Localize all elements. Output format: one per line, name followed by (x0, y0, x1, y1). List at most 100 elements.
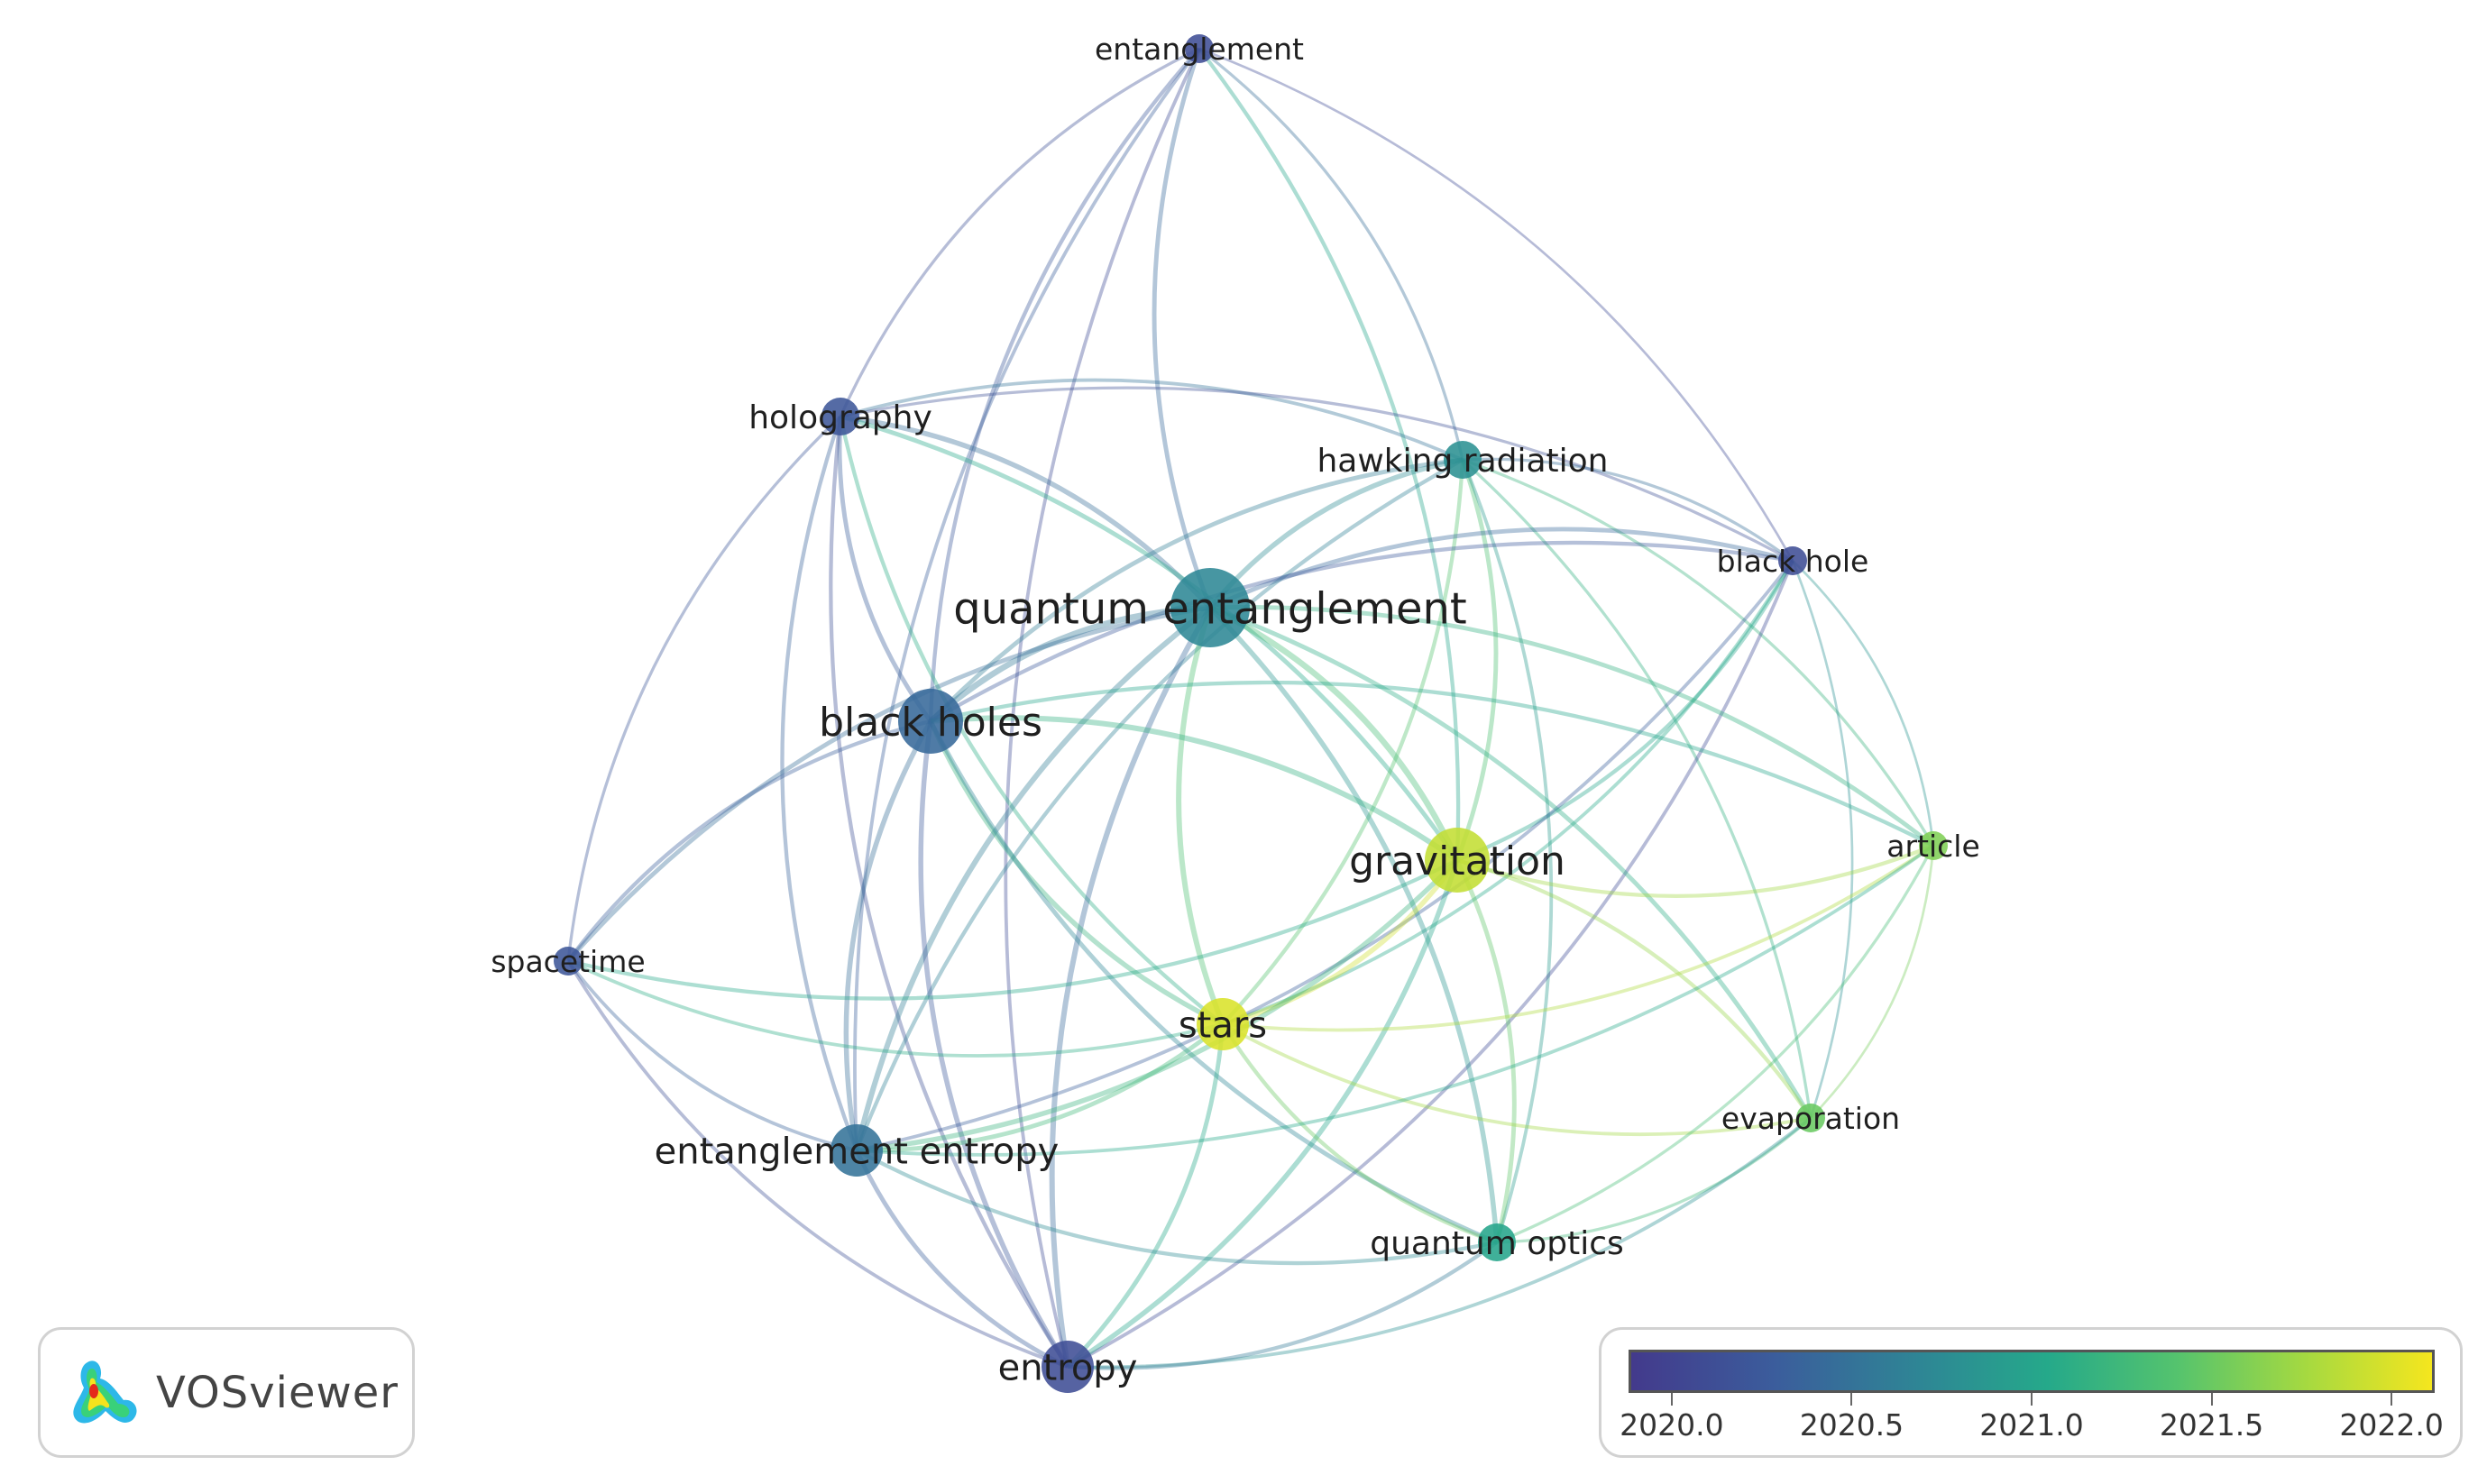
link-holography-quantum_entanglement[interactable] (840, 414, 1213, 609)
node-label-entanglement-entropy[interactable]: entanglement entropy (655, 1131, 1060, 1172)
node-quantum-optics[interactable] (1478, 1223, 1516, 1261)
node-label-gravitation[interactable]: gravitation (1349, 838, 1565, 884)
link-spacetime-entropy[interactable] (566, 960, 1069, 1369)
link-black_hole-stars[interactable] (1222, 560, 1794, 1026)
link-entanglement-holography[interactable] (839, 47, 1200, 417)
link-black_hole-article[interactable] (1792, 560, 1935, 847)
link-entanglement_entropy-quantum_optics[interactable] (855, 1149, 1498, 1266)
link-holography-hawking_radiation[interactable] (840, 378, 1464, 462)
node-quantum-entanglement[interactable] (1170, 568, 1250, 647)
node-label-quantum-optics[interactable]: quantum optics (1370, 1225, 1624, 1262)
link-gravitation-evaporation[interactable] (1456, 857, 1812, 1120)
node-evaporation[interactable] (1796, 1104, 1825, 1132)
link-gravitation-entanglement_entropy[interactable] (856, 858, 1459, 1153)
link-holography-black_hole[interactable] (840, 386, 1794, 563)
node-black-holes[interactable] (898, 689, 963, 754)
link-gravitation-entropy[interactable] (1066, 859, 1460, 1369)
link-entanglement-black_holes[interactable] (928, 47, 1201, 722)
link-black_holes-quantum_optics[interactable] (928, 719, 1498, 1245)
link-stars-spacetime[interactable] (567, 959, 1224, 1058)
link-hawking_radiation-black_hole[interactable] (1462, 457, 1794, 563)
node-entropy[interactable] (1042, 1341, 1094, 1393)
link-hawking_radiation-entanglement_entropy[interactable] (854, 458, 1464, 1151)
link-black_hole-quantum_entanglement[interactable] (1208, 527, 1794, 610)
node-label-hawking-radiation[interactable]: hawking radiation (1317, 443, 1608, 480)
link-holography-black_holes[interactable] (837, 416, 932, 723)
node-gravitation[interactable] (1425, 828, 1490, 893)
link-article-entanglement_entropy[interactable] (856, 844, 1935, 1157)
link-stars-article[interactable] (1222, 844, 1935, 1032)
link-black_hole-entanglement_entropy[interactable] (856, 559, 1794, 1152)
node-label-black-holes[interactable]: black holes (819, 700, 1042, 746)
link-hawking_radiation-gravitation[interactable] (1455, 459, 1499, 861)
link-entanglement-black_hole[interactable] (1198, 47, 1794, 562)
link-entanglement-entanglement_entropy[interactable] (853, 47, 1201, 1151)
link-black_holes-stars[interactable] (928, 719, 1225, 1027)
link-hawking_radiation-quantum_optics[interactable] (1461, 459, 1554, 1243)
link-entanglement-hawking_radiation[interactable] (1198, 47, 1464, 461)
link-hawking_radiation-article[interactable] (1462, 458, 1935, 847)
link-hawking_radiation-quantum_entanglement[interactable] (1207, 457, 1464, 609)
link-holography-entanglement_entropy[interactable] (780, 416, 859, 1151)
link-black_holes-entanglement_entropy[interactable] (843, 719, 933, 1151)
link-gravitation-article[interactable] (1456, 843, 1934, 899)
link-stars-entropy[interactable] (1066, 1023, 1225, 1369)
node-entanglement[interactable] (1185, 34, 1214, 63)
node-label-entanglement[interactable]: entanglement (1095, 32, 1304, 67)
link-quantum_entanglement-spacetime[interactable] (566, 605, 1211, 963)
link-black_holes-article[interactable] (930, 680, 1934, 847)
node-label-entropy[interactable]: entropy (998, 1347, 1138, 1388)
link-black_hole-black_holes[interactable] (929, 540, 1794, 723)
link-gravitation-quantum_optics[interactable] (1455, 858, 1517, 1243)
link-quantum_entanglement-article[interactable] (1209, 605, 1935, 847)
link-evaporation-entropy[interactable] (1067, 1116, 1812, 1369)
node-label-holography[interactable]: holography (748, 399, 932, 436)
vosviewer-logo[interactable]: VOSviewer (38, 1327, 415, 1458)
node-label-black-hole[interactable]: black hole (1717, 544, 1869, 579)
node-label-quantum-entanglement[interactable]: quantum entanglement (953, 583, 1466, 634)
node-label-stars[interactable]: stars (1179, 1004, 1267, 1046)
link-article-quantum_optics[interactable] (1496, 845, 1935, 1244)
link-entanglement-gravitation[interactable] (1198, 47, 1461, 861)
link-holography-entropy[interactable] (829, 416, 1069, 1369)
node-spacetime[interactable] (554, 947, 583, 976)
node-article[interactable] (1919, 831, 1948, 860)
node-black-hole[interactable] (1778, 546, 1807, 575)
link-black_hole-evaporation[interactable] (1791, 560, 1854, 1119)
link-holography-gravitation[interactable] (840, 414, 1460, 862)
link-evaporation-quantum_optics[interactable] (1496, 1116, 1812, 1244)
link-quantum_entanglement-gravitation[interactable] (1208, 605, 1461, 862)
link-holography-stars[interactable] (838, 416, 1225, 1026)
link-holography-spacetime[interactable] (566, 415, 842, 962)
link-quantum_entanglement-black_holes[interactable] (928, 604, 1211, 724)
link-entanglement-quantum_entanglement[interactable] (1152, 48, 1213, 609)
node-hawking-radiation[interactable] (1444, 441, 1482, 479)
link-stars-entanglement_entropy[interactable] (856, 1022, 1225, 1153)
link-hawking_radiation-evaporation[interactable] (1461, 458, 1812, 1119)
link-quantum_optics-entropy[interactable] (1067, 1241, 1499, 1370)
node-entanglement-entropy[interactable] (831, 1124, 883, 1177)
link-quantum_entanglement-quantum_optics[interactable] (1208, 606, 1500, 1243)
node-label-spacetime[interactable]: spacetime (491, 944, 645, 979)
link-entanglement_entropy-entropy[interactable] (854, 1149, 1069, 1369)
link-quantum_entanglement-entropy[interactable] (1049, 606, 1213, 1368)
node-label-evaporation[interactable]: evaporation (1721, 1101, 1900, 1136)
link-black_holes-entropy[interactable] (918, 720, 1070, 1369)
link-quantum_entanglement-evaporation[interactable] (1209, 605, 1813, 1120)
link-black_hole-entropy[interactable] (1067, 560, 1794, 1369)
link-hawking_radiation-stars[interactable] (1221, 459, 1465, 1026)
link-entanglement-entropy[interactable] (1004, 48, 1201, 1368)
link-entanglement_entropy-spacetime[interactable] (566, 959, 858, 1152)
link-quantum_entanglement-stars[interactable] (1176, 607, 1225, 1026)
link-stars-evaporation[interactable] (1222, 1022, 1812, 1137)
link-quantum_entanglement-entanglement_entropy[interactable] (854, 605, 1212, 1151)
link-gravitation-stars[interactable] (1222, 858, 1460, 1027)
node-label-article[interactable]: article (1886, 829, 1980, 864)
link-stars-quantum_optics[interactable] (1221, 1022, 1498, 1245)
link-black_hole-gravitation[interactable] (1456, 559, 1794, 862)
link-gravitation-spacetime[interactable] (567, 858, 1458, 1001)
node-stars[interactable] (1197, 998, 1249, 1050)
link-black_holes-spacetime[interactable] (566, 719, 931, 963)
node-holography[interactable] (821, 398, 859, 435)
